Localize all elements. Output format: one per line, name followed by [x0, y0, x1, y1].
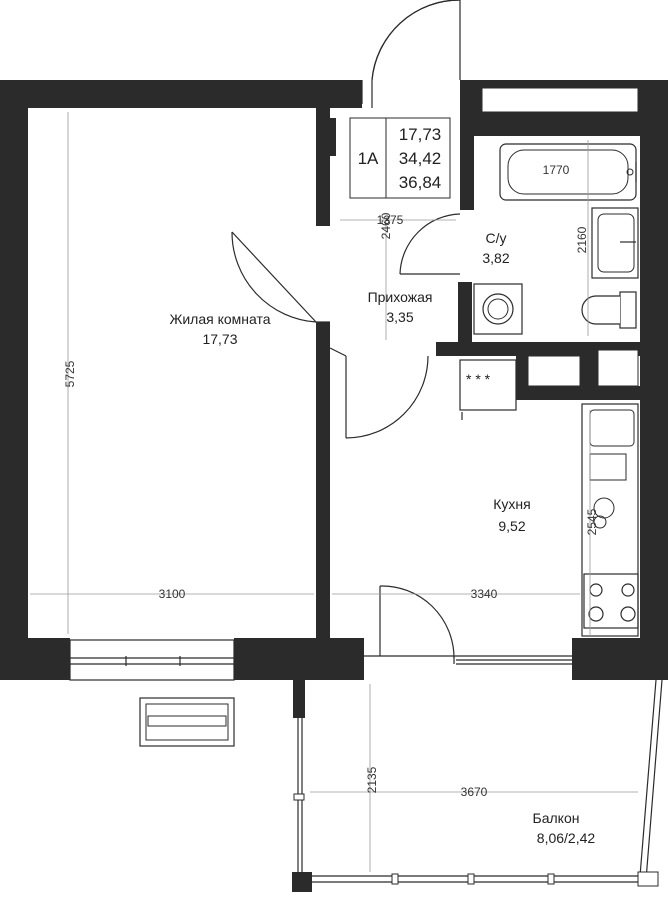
balcony-railing: [293, 679, 663, 887]
living-room-area: 17,73: [202, 331, 237, 347]
radiator: [139, 697, 235, 747]
wall-bath-left-lower: [458, 282, 472, 344]
balcony-post-left: [293, 680, 305, 718]
kitchen-name: Кухня: [493, 496, 530, 512]
wall-bottom-left: [0, 638, 70, 680]
walls: [0, 80, 668, 892]
bath-sink: [591, 207, 639, 279]
wall-partition-lower: [316, 322, 330, 642]
kitchen-fixtures: * * *: [459, 359, 639, 637]
washing-machine: [473, 283, 523, 335]
dimension-texts: 5725 3100 3340 2545 3670 2135 1770 2160 …: [63, 163, 599, 799]
total-with-balcony-value: 36,84: [399, 173, 442, 192]
toilet-bowl: [581, 295, 620, 325]
dimension-lines: [30, 112, 638, 872]
wall-left: [0, 80, 28, 680]
total-area-value: 34,42: [399, 149, 442, 168]
hall-cabinet: [459, 359, 517, 411]
balcony-corner: [292, 872, 312, 892]
shaft-mid: [527, 355, 581, 387]
wall-top-living: [0, 80, 362, 108]
dim-kitchen-width: 3340: [471, 587, 498, 601]
wall-bottom-right: [572, 638, 668, 680]
shaft-top: [481, 87, 639, 113]
bathroom-fixtures: [473, 143, 639, 335]
living-area-value: 17,73: [399, 125, 442, 144]
dim-bath-length: 1770: [543, 163, 570, 177]
dim-living-height: 5725: [63, 360, 77, 387]
apartment-type: 1А: [358, 149, 379, 168]
niche: [330, 118, 336, 156]
dim-hall-b: 1375: [377, 213, 404, 227]
apartment-info-box: 1А 17,73 34,42 36,84: [349, 117, 451, 199]
doors: [231, 0, 461, 664]
balcony-name: Балкон: [533, 810, 580, 826]
svg-text:* * *: * * *: [466, 371, 491, 387]
dim-balcony-height: 2135: [365, 766, 379, 793]
kitchen-area: 9,52: [498, 518, 525, 534]
dim-kitchen-height: 2545: [585, 508, 599, 535]
room-labels: Жилая комната 17,73 Прихожая 3,35 С/у 3,…: [169, 230, 595, 846]
kitchen-stove: [583, 573, 639, 629]
dim-hall-a: 2460: [379, 212, 393, 239]
dim-balcony-width: 3670: [461, 785, 488, 799]
wall-partition-upper: [316, 108, 330, 226]
wall-bath-left-upper: [460, 80, 474, 210]
living-window: [69, 639, 235, 681]
wall-bath-bottom: [436, 342, 640, 356]
shaft-wall-3: [516, 386, 640, 400]
toilet-tank: [619, 291, 637, 329]
dim-living-width: 3100: [159, 587, 186, 601]
windows: [69, 639, 572, 747]
living-room-name: Жилая комната: [169, 311, 270, 327]
balcony-area: 8,06/2,42: [537, 830, 596, 846]
dim-bathroom-height: 2160: [575, 226, 589, 253]
wall-bottom-middle: [234, 638, 364, 680]
wall-right: [640, 80, 668, 680]
bathroom-name: С/у: [486, 230, 507, 246]
kitchen-counter: [581, 403, 639, 637]
hall-area: 3,35: [386, 309, 413, 325]
wall-top-stub: [350, 80, 362, 108]
bathroom-area: 3,82: [482, 250, 509, 266]
info-box-frame: [349, 117, 451, 199]
shaft-right: [597, 349, 639, 387]
wall-bath-top: [474, 120, 640, 136]
hall-name: Прихожая: [368, 289, 433, 305]
